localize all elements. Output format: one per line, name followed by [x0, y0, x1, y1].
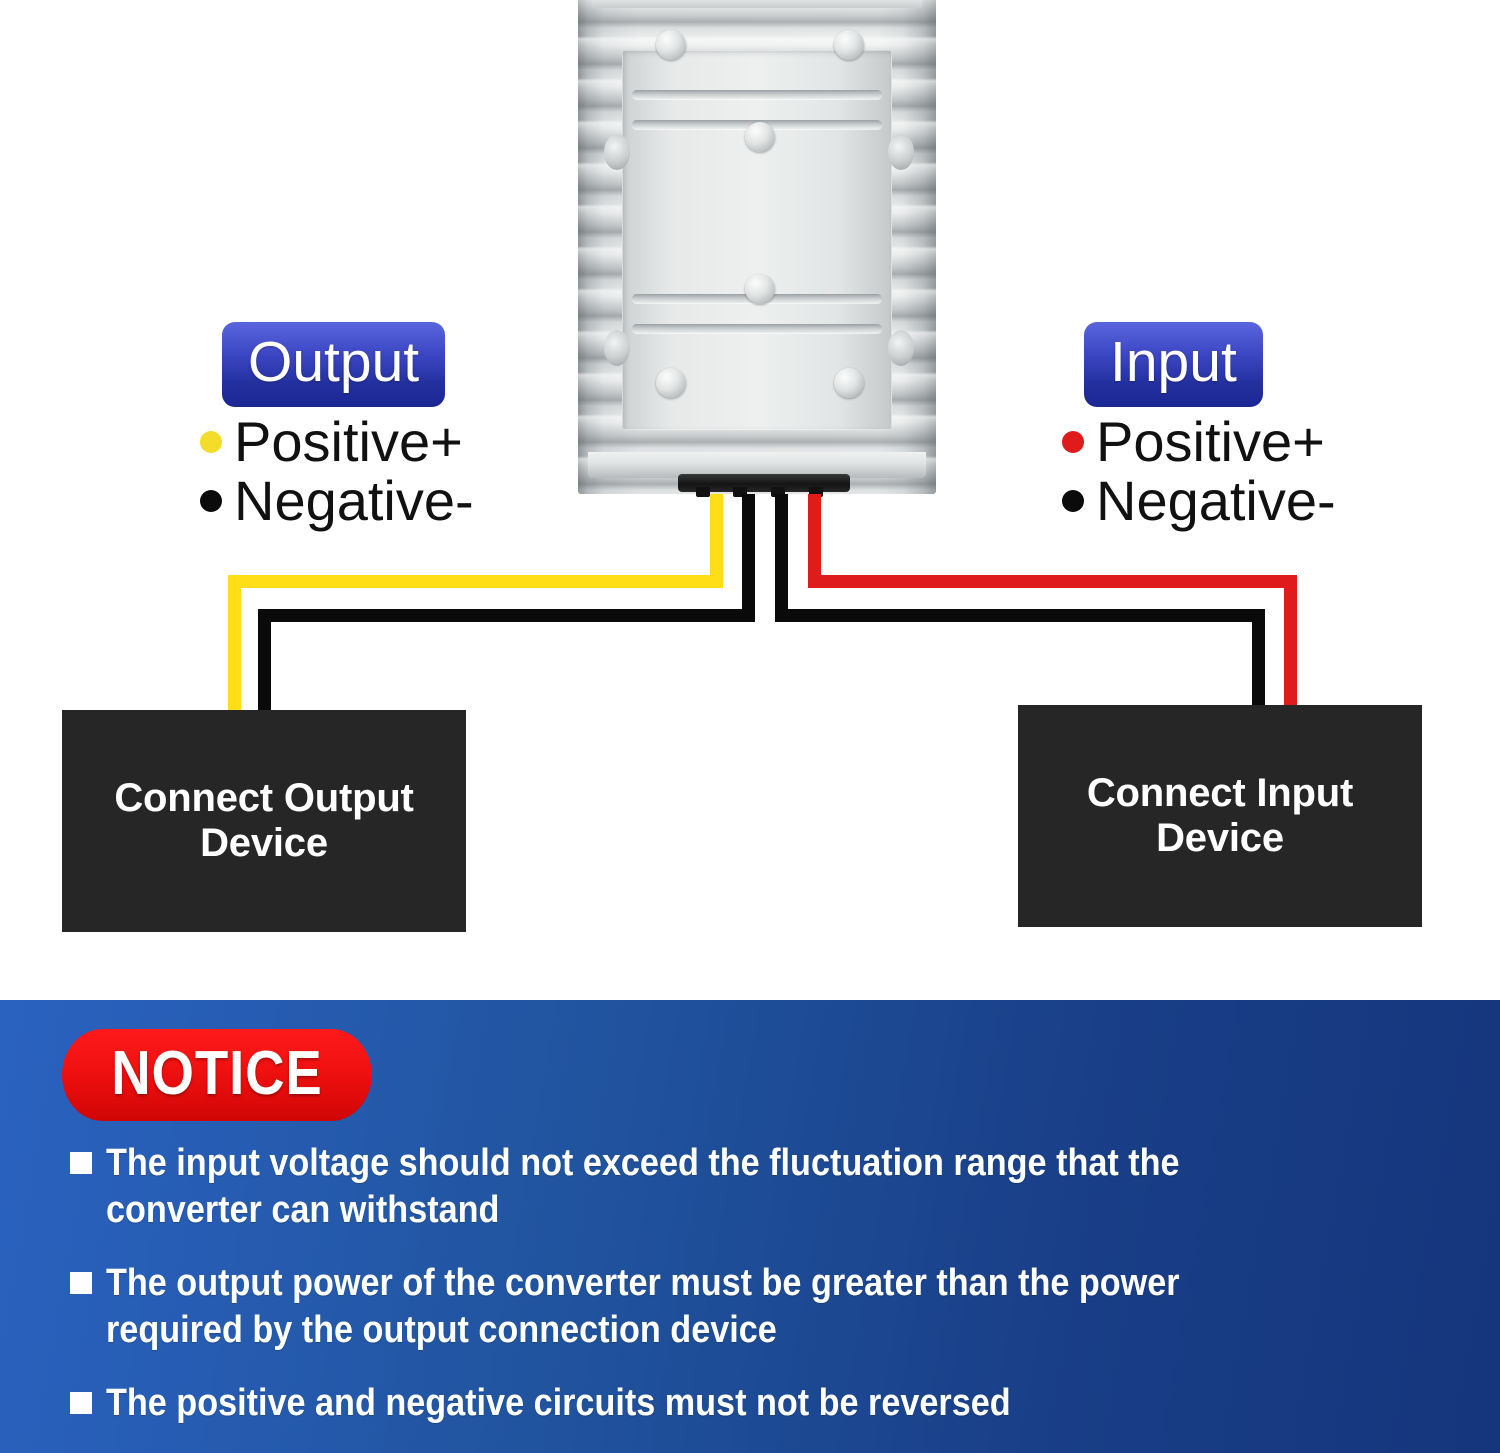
wire-input-positive: [808, 575, 1297, 588]
notice-item-text: The input voltage should not exceed the …: [106, 1142, 1180, 1232]
wire-input-positive: [808, 494, 821, 588]
list-item: Negative-: [1062, 468, 1336, 532]
terminal-pin: [696, 487, 710, 497]
list-item: The input voltage should not exceed the …: [62, 1140, 1452, 1234]
square-bullet-icon: [70, 1392, 92, 1415]
bullet-dot-black-icon: [200, 490, 222, 513]
wire-output-positive: [710, 494, 723, 588]
input-negative-label: Negative-: [1096, 468, 1336, 532]
dc-dc-converter-module: [578, 0, 936, 497]
face-groove: [632, 90, 882, 99]
list-item: The positive and negative circuits must …: [62, 1380, 1452, 1427]
input-label-group: Input Positive+ Negative-: [1062, 322, 1336, 531]
wire-input-negative: [775, 494, 788, 622]
mount-notch: [888, 330, 914, 366]
output-label-group: Output Positive+ Negative-: [200, 322, 474, 531]
terminal-pin: [809, 487, 823, 497]
wiring-diagram: Output Positive+ Negative- Input Positiv…: [62, 0, 1422, 932]
screw-head: [745, 122, 775, 152]
square-bullet-icon: [70, 1272, 92, 1295]
wire-input-negative: [775, 609, 1265, 622]
square-bullet-icon: [70, 1152, 92, 1174]
bullet-dot-yellow-icon: [200, 431, 222, 454]
screw-head: [656, 368, 686, 398]
input-positive-label: Positive+: [1096, 410, 1325, 473]
input-terminal-list: Positive+ Negative-: [1062, 410, 1336, 532]
output-negative-label: Negative-: [234, 468, 474, 532]
connect-output-device-label: Connect Output Device: [114, 776, 414, 865]
notice-item-text: The output power of the converter must b…: [106, 1262, 1180, 1352]
wire-output-negative: [742, 494, 755, 622]
mount-notch: [604, 134, 630, 170]
wire-output-positive: [228, 575, 241, 715]
output-terminal-list: Positive+ Negative-: [200, 410, 474, 532]
screw-head: [834, 368, 864, 398]
list-item: Negative-: [200, 468, 474, 532]
list-item: The output power of the converter must b…: [62, 1260, 1452, 1354]
list-item: Positive+: [1062, 410, 1336, 473]
screw-head: [834, 30, 864, 60]
output-positive-label: Positive+: [234, 410, 463, 473]
bullet-dot-red-icon: [1062, 431, 1084, 454]
converter-face-plate: [622, 50, 892, 430]
wire-input-negative: [1252, 609, 1265, 710]
converter-bottom-lip: [588, 452, 926, 478]
terminal-pin: [771, 487, 785, 497]
terminal-connector-strip: [678, 474, 850, 497]
face-groove: [632, 324, 882, 333]
screw-head: [745, 274, 775, 304]
connect-output-device-box: Connect Output Device: [62, 710, 466, 932]
screw-head: [656, 30, 686, 60]
list-item: Positive+: [200, 410, 474, 473]
terminal-pin: [733, 487, 747, 497]
connect-input-device-box: Connect Input Device: [1018, 705, 1422, 927]
wire-output-positive: [228, 575, 723, 588]
converter-top-lip: [592, 0, 922, 8]
output-badge: Output: [222, 322, 446, 407]
wire-output-negative: [258, 609, 755, 622]
mount-notch: [604, 330, 630, 366]
wire-input-positive: [1284, 575, 1297, 711]
mount-notch: [888, 134, 914, 170]
input-badge: Input: [1084, 322, 1263, 407]
notice-item-text: The positive and negative circuits must …: [106, 1382, 1011, 1425]
connect-input-device-label: Connect Input Device: [1086, 771, 1354, 860]
notice-badge: NOTICE: [62, 1029, 372, 1121]
bullet-dot-black-icon: [1062, 490, 1084, 513]
wire-output-negative: [258, 609, 271, 715]
notice-item-list: The input voltage should not exceed the …: [62, 1140, 1452, 1453]
